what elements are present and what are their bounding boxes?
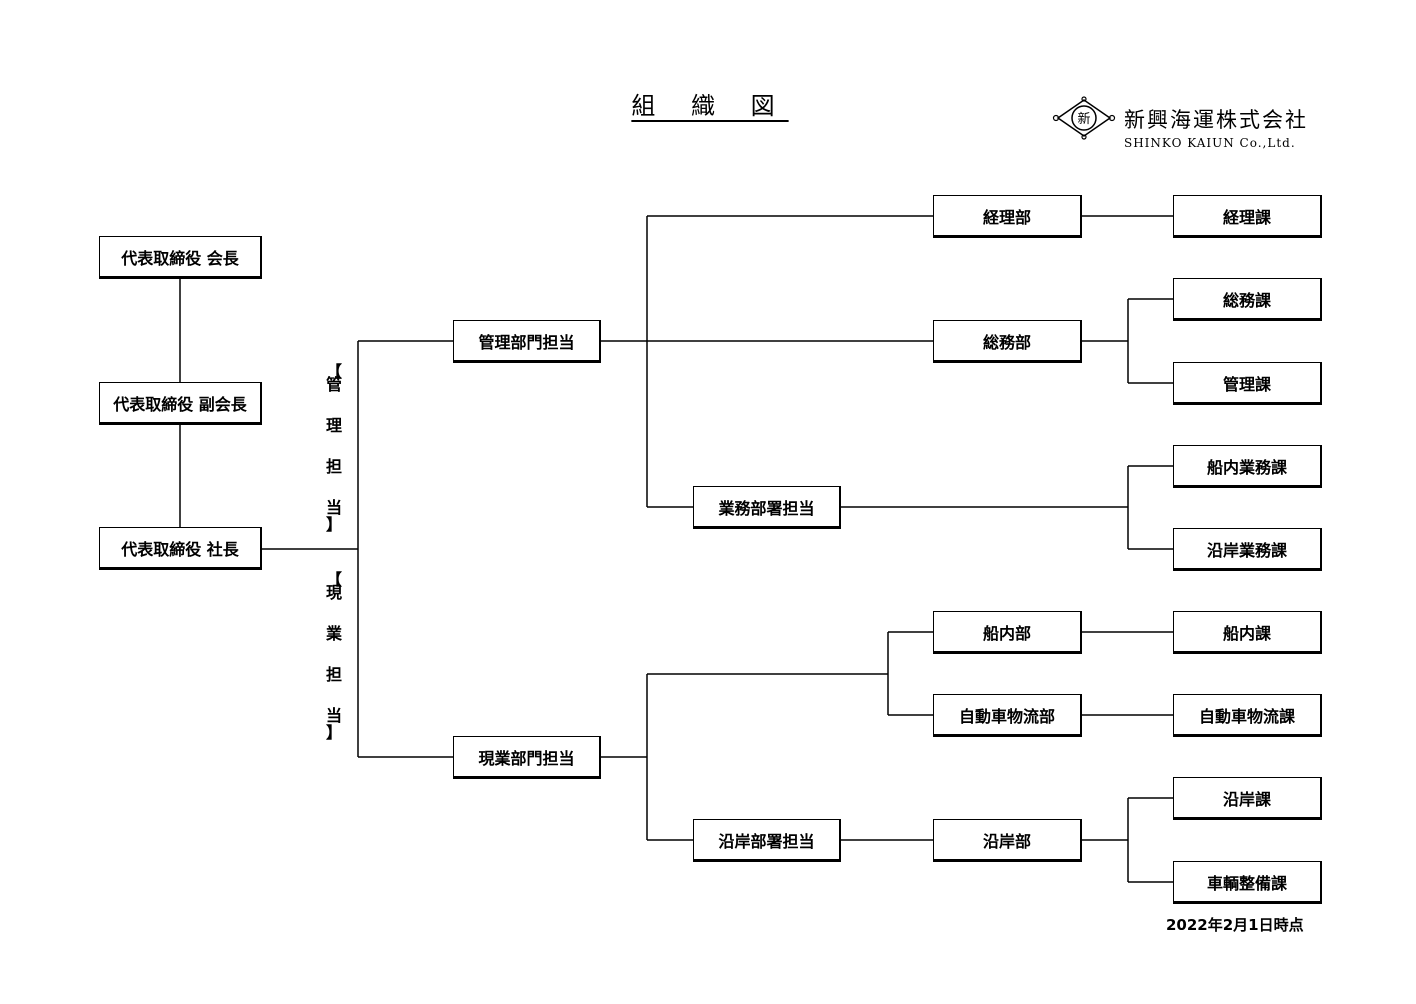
coastal-division-box: 沿岸部署担当 xyxy=(693,819,841,862)
side-char: 】 xyxy=(325,515,342,534)
management-division-box: 管理部門担当 xyxy=(453,320,601,363)
company-name-en: SHINKO KAIUN Co.,Ltd. xyxy=(1124,136,1296,150)
as-of-date: 2022年2月1日時点 xyxy=(1166,916,1304,934)
side-char: 業 xyxy=(325,624,342,643)
operations-side-label: 【 現 業 担 当 】 xyxy=(323,569,345,743)
president-box: 代表取締役 社長 xyxy=(99,527,262,570)
business-division-box: 業務部署担当 xyxy=(693,486,841,529)
side-char: 現 xyxy=(325,583,342,602)
auto-logistics-department-box: 自動車物流部 xyxy=(933,694,1082,737)
vehicle-maintenance-section-box: 車輌整備課 xyxy=(1173,861,1322,904)
general-affairs-department-box: 総務部 xyxy=(933,320,1082,363)
side-char: 当 xyxy=(325,498,342,517)
logo-char: 新 xyxy=(1077,111,1090,127)
company-name-ja: 新興海運株式会社 xyxy=(1124,108,1308,132)
side-char: 管 xyxy=(325,375,342,394)
administration-section-box: 管理課 xyxy=(1173,362,1322,405)
management-side-label: 【 管 理 担 当 】 xyxy=(323,361,345,535)
page-title: 組 織 図 xyxy=(631,92,789,120)
auto-logistics-section-box: 自動車物流課 xyxy=(1173,694,1322,737)
side-char: 当 xyxy=(325,706,342,725)
side-char: 【 xyxy=(325,570,342,589)
side-char: 理 xyxy=(325,416,342,435)
side-char: 担 xyxy=(325,457,342,476)
side-char: 】 xyxy=(325,723,342,742)
onboard-department-box: 船内部 xyxy=(933,611,1082,654)
general-affairs-section-box: 総務課 xyxy=(1173,278,1322,321)
vice-chairman-box: 代表取締役 副会長 xyxy=(99,382,262,425)
onboard-section-box: 船内課 xyxy=(1173,611,1322,654)
onboard-business-section-box: 船内業務課 xyxy=(1173,445,1322,488)
accounting-section-box: 経理課 xyxy=(1173,195,1322,238)
coastal-business-section-box: 沿岸業務課 xyxy=(1173,528,1322,571)
coastal-department-box: 沿岸部 xyxy=(933,819,1082,862)
side-char: 担 xyxy=(325,665,342,684)
operations-division-box: 現業部門担当 xyxy=(453,736,601,779)
company-logo-icon: 新 xyxy=(1052,96,1116,140)
chairman-box: 代表取締役 会長 xyxy=(99,236,262,279)
coastal-section-box: 沿岸課 xyxy=(1173,777,1322,820)
side-char: 【 xyxy=(325,362,342,381)
accounting-department-box: 経理部 xyxy=(933,195,1082,238)
